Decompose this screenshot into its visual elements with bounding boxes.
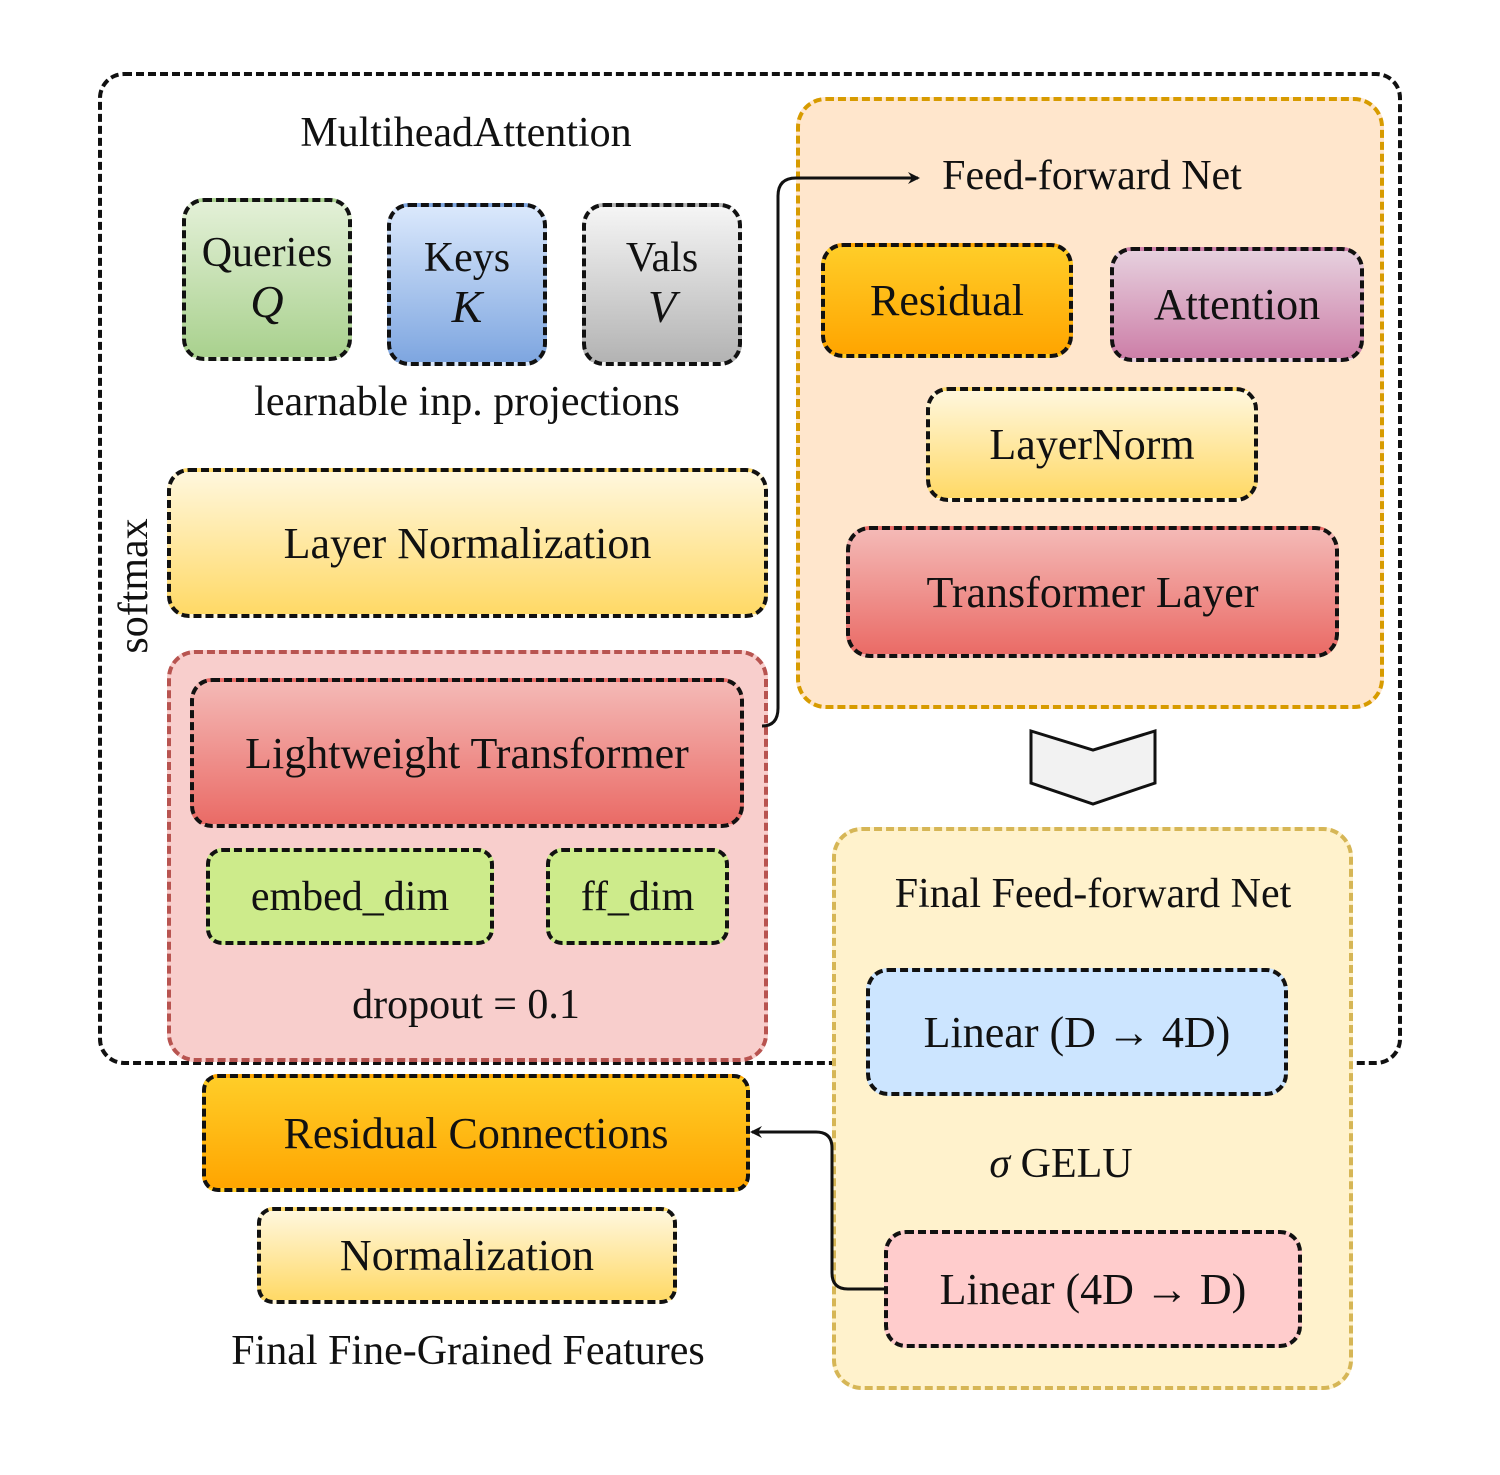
layer-normalization-label: Layer Normalization	[283, 518, 652, 568]
attention-node: Attention	[1110, 247, 1364, 362]
embed-dim-node: embed_dim	[206, 848, 494, 945]
linear-up-label: Linear (D → 4D)	[923, 1007, 1231, 1057]
linear-down-node: Linear (4D → D)	[884, 1230, 1302, 1348]
transformer-layer-label: Transformer Layer	[926, 567, 1259, 617]
keys-label: Keys	[423, 234, 511, 281]
multihead-attention-title: MultiheadAttention	[300, 110, 632, 156]
queries-node: Queries Q	[182, 198, 352, 361]
linear-down-label: Linear (4D → D)	[939, 1264, 1247, 1314]
residual-label: Residual	[870, 276, 1024, 325]
normalization-label: Normalization	[339, 1231, 595, 1280]
layernorm-node: LayerNorm	[926, 387, 1258, 502]
softmax-label: softmax	[111, 518, 157, 654]
vals-symbol: V	[647, 281, 677, 333]
normalization-node: Normalization	[257, 1207, 677, 1304]
final-feed-forward-title: Final Feed-forward Net	[894, 871, 1292, 917]
feed-forward-title: Feed-forward Net	[942, 153, 1242, 199]
vals-label: Vals	[625, 234, 699, 281]
layernorm-label: LayerNorm	[989, 420, 1195, 469]
keys-symbol: K	[451, 281, 483, 333]
ff-dim-node: ff_dim	[546, 848, 729, 945]
attention-label: Attention	[1153, 280, 1321, 329]
queries-symbol: Q	[250, 276, 284, 328]
keys-node: Keys K	[387, 203, 547, 366]
transformer-layer-node: Transformer Layer	[846, 526, 1339, 658]
residual-node: Residual	[821, 243, 1073, 358]
dropout-label: dropout = 0.1	[352, 982, 580, 1028]
queries-label: Queries	[201, 229, 333, 276]
linear-up-node: Linear (D → 4D)	[866, 968, 1288, 1096]
final-features-label: Final Fine-Grained Features	[231, 1328, 705, 1374]
gelu-label-row: σ GELU	[989, 1143, 1132, 1185]
lightweight-transformer-label: Lightweight Transformer	[245, 728, 689, 778]
residual-connections-label: Residual Connections	[283, 1108, 669, 1158]
embed-dim-label: embed_dim	[250, 873, 450, 920]
lightweight-transformer-node: Lightweight Transformer	[190, 678, 744, 828]
ff-dim-label: ff_dim	[580, 873, 695, 920]
projections-label: learnable inp. projections	[254, 379, 680, 425]
vals-node: Vals V	[582, 203, 742, 366]
sigma-symbol: σ	[989, 1141, 1011, 1187]
chevron-down-icon	[1029, 728, 1157, 806]
outer-frame	[98, 72, 1402, 1065]
gelu-label: GELU	[1020, 1141, 1133, 1187]
residual-connections-node: Residual Connections	[202, 1074, 750, 1192]
layer-normalization-node: Layer Normalization	[167, 468, 768, 618]
